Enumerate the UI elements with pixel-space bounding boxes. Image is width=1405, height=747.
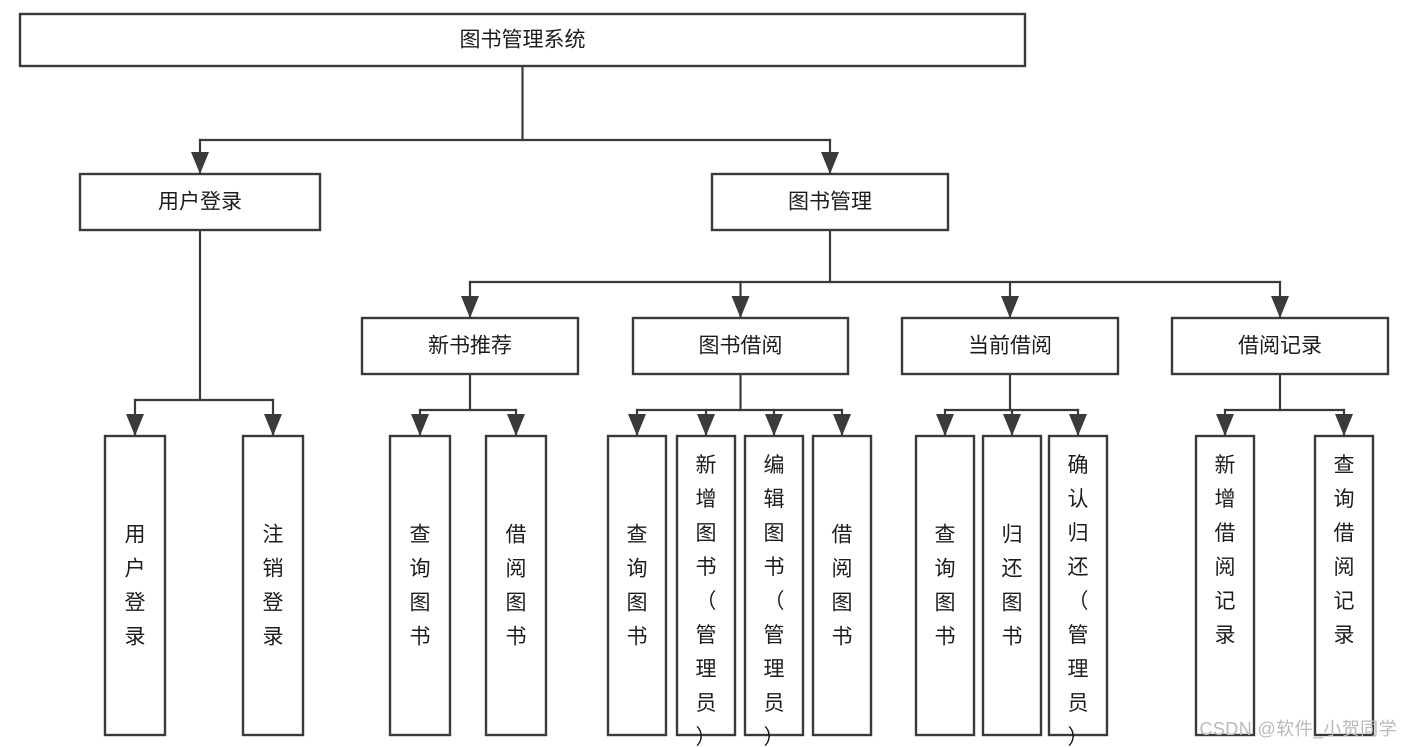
arrow-head-icon: [1069, 414, 1087, 436]
arrow-head-icon: [1001, 296, 1019, 318]
arrow-head-icon: [821, 152, 839, 174]
arrow-head-icon: [936, 414, 954, 436]
arrow-head-icon: [697, 414, 715, 436]
node-box-leaf-borrow-book: [811, 434, 873, 737]
node-leaf-add-borrow-record[interactable]: 新增借阅记录: [1194, 434, 1256, 737]
node-label-leaf-query-book-borrow: 查询图书: [627, 524, 648, 649]
node-box-leaf-query-book-current: [914, 434, 976, 737]
node-label-leaf-add-book: 新增图书（管理员）: [696, 454, 717, 747]
node-label-borrow-record: 借阅记录: [1238, 335, 1322, 358]
node-leaf-confirm-return[interactable]: 确认归还（管理员）: [1047, 434, 1109, 747]
node-label-leaf-user-login: 用户登录: [125, 524, 146, 649]
node-label-root: 图书管理系统: [460, 29, 586, 52]
node-box-leaf-edit-book: [743, 434, 805, 737]
node-layer: 图书管理系统用户登录图书管理新书推荐图书借阅当前借阅借阅记录用户登录注销登录查询…: [18, 12, 1390, 747]
node-label-leaf-borrow-book-recommend: 借阅图书: [506, 524, 527, 649]
node-leaf-query-book-borrow[interactable]: 查询图书: [606, 434, 668, 737]
node-label-leaf-confirm-return: 确认归还（管理员）: [1068, 454, 1089, 747]
node-box-leaf-add-book: [675, 434, 737, 737]
node-leaf-add-book[interactable]: 新增图书（管理员）: [675, 434, 737, 747]
node-book-management[interactable]: 图书管理: [710, 172, 950, 232]
node-leaf-borrow-book[interactable]: 借阅图书: [811, 434, 873, 737]
arrow-head-icon: [628, 414, 646, 436]
node-box-leaf-borrow-book-recommend: [484, 434, 548, 737]
node-user-login[interactable]: 用户登录: [78, 172, 322, 232]
node-leaf-query-book-recommend[interactable]: 查询图书: [388, 434, 452, 737]
node-leaf-query-book-current[interactable]: 查询图书: [914, 434, 976, 737]
node-box-leaf-logout: [241, 434, 305, 737]
node-box-root: [18, 12, 1027, 68]
node-box-user-login: [78, 172, 322, 232]
node-leaf-user-login[interactable]: 用户登录: [103, 434, 167, 737]
node-leaf-query-borrow-record[interactable]: 查询借阅记录: [1313, 434, 1375, 737]
node-label-leaf-add-borrow-record: 新增借阅记录: [1215, 454, 1236, 647]
node-box-leaf-query-borrow-record: [1313, 434, 1375, 737]
node-label-leaf-edit-book: 编辑图书（管理员）: [764, 454, 785, 747]
arrow-head-icon: [1216, 414, 1234, 436]
node-label-book-management: 图书管理: [788, 191, 872, 214]
node-box-leaf-query-book-recommend: [388, 434, 452, 737]
node-label-leaf-query-book-current: 查询图书: [935, 524, 956, 649]
node-box-leaf-add-borrow-record: [1194, 434, 1256, 737]
node-box-leaf-confirm-return: [1047, 434, 1109, 737]
node-leaf-edit-book[interactable]: 编辑图书（管理员）: [743, 434, 805, 747]
node-label-leaf-query-borrow-record: 查询借阅记录: [1334, 454, 1355, 647]
arrow-head-icon: [191, 152, 209, 174]
arrow-head-icon: [1003, 414, 1021, 436]
arrow-head-icon: [731, 296, 750, 318]
node-box-current-borrow: [900, 316, 1120, 376]
arrow-head-icon: [461, 296, 479, 318]
node-book-borrow[interactable]: 图书借阅: [631, 316, 850, 376]
node-label-new-book-recommend: 新书推荐: [428, 335, 512, 358]
node-leaf-return-book[interactable]: 归还图书: [981, 434, 1043, 737]
node-label-leaf-logout: 注销登录: [263, 524, 284, 649]
node-box-book-management: [710, 172, 950, 232]
arrow-head-icon: [264, 414, 282, 436]
node-leaf-logout[interactable]: 注销登录: [241, 434, 305, 737]
node-label-leaf-return-book: 归还图书: [1002, 524, 1023, 649]
node-label-book-borrow: 图书借阅: [699, 335, 783, 358]
node-current-borrow[interactable]: 当前借阅: [900, 316, 1120, 376]
arrow-head-icon: [1335, 414, 1353, 436]
node-box-new-book-recommend: [360, 316, 580, 376]
node-box-leaf-query-book-borrow: [606, 434, 668, 737]
arrow-head-icon: [765, 414, 783, 436]
node-leaf-borrow-book-recommend[interactable]: 借阅图书: [484, 434, 548, 737]
arrow-head-icon: [507, 414, 525, 436]
node-box-leaf-return-book: [981, 434, 1043, 737]
node-box-borrow-record: [1170, 316, 1390, 376]
node-box-leaf-user-login: [103, 434, 167, 737]
node-new-book-recommend[interactable]: 新书推荐: [360, 316, 580, 376]
node-label-leaf-query-book-recommend: 查询图书: [410, 524, 431, 649]
node-borrow-record[interactable]: 借阅记录: [1170, 316, 1390, 376]
node-box-book-borrow: [631, 316, 850, 376]
arrow-head-icon: [126, 414, 144, 436]
connector-layer: [126, 64, 1353, 438]
arrow-head-icon: [1271, 296, 1289, 318]
node-root[interactable]: 图书管理系统: [18, 12, 1027, 68]
node-label-leaf-borrow-book: 借阅图书: [832, 524, 853, 649]
node-label-user-login: 用户登录: [158, 191, 242, 214]
arrow-head-icon: [833, 414, 851, 436]
node-label-current-borrow: 当前借阅: [968, 335, 1052, 358]
arrow-head-icon: [411, 414, 429, 436]
